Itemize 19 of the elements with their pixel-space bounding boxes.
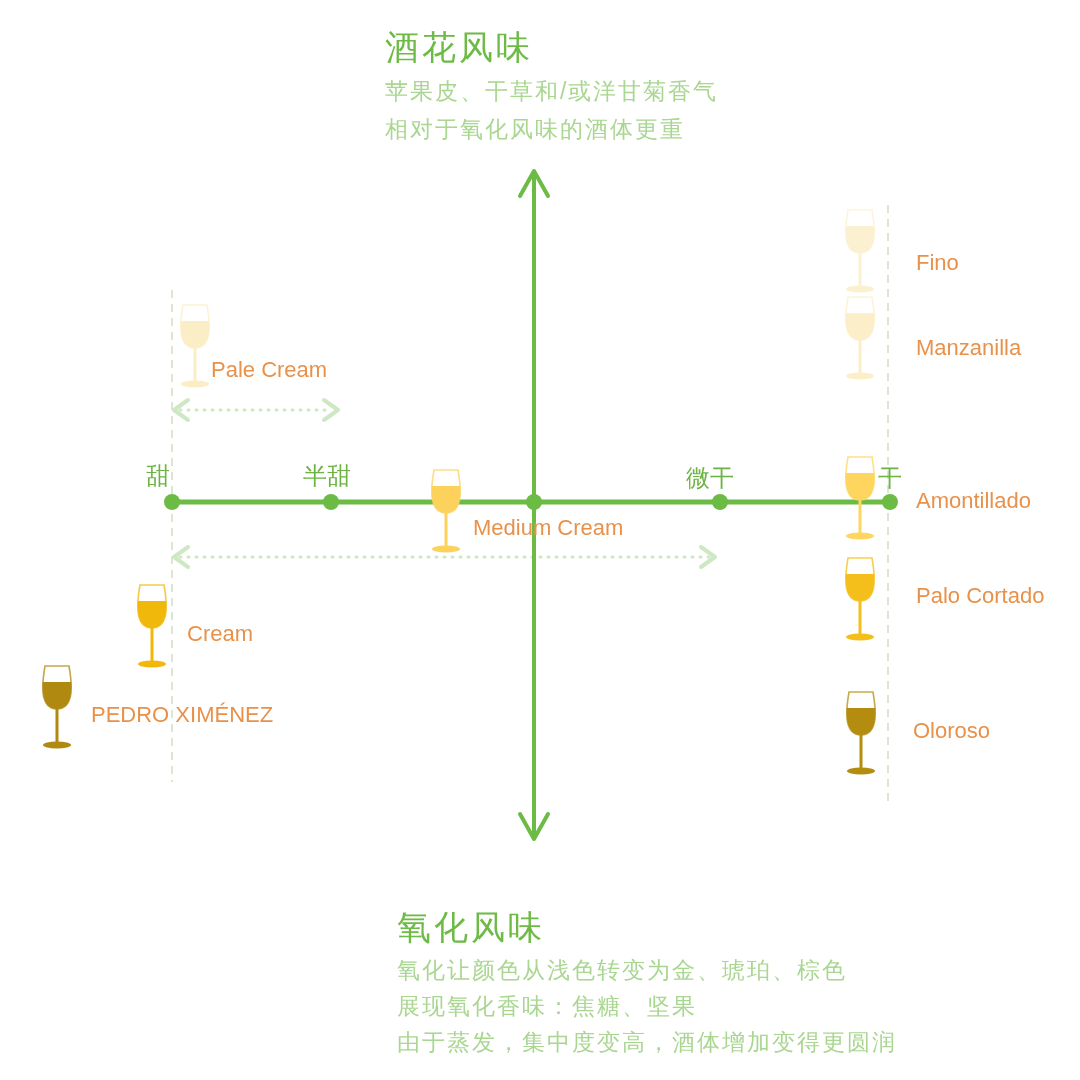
wine-label: Pale Cream [211, 357, 328, 383]
axis-heading: 氧化风味 [397, 907, 545, 947]
wine-label: Palo Cortado [916, 583, 1045, 609]
wine-label: Oloroso [913, 718, 991, 744]
wine-label: Manzanilla [916, 335, 1022, 361]
description-text: 氧化让颜色从浅色转变为金、琥珀、棕色 [397, 956, 847, 984]
wine-label: Fino [916, 250, 959, 276]
axis-heading: 酒花风味 [385, 27, 533, 67]
wine-label: Cream [187, 621, 253, 647]
description-text: 相对于氧化风味的酒体更重 [385, 115, 685, 143]
scale-label: 干 [878, 464, 902, 492]
description-text: 展现氧化香味：焦糖、坚果 [397, 992, 697, 1020]
scale-label: 甜 [146, 462, 170, 490]
wine-label: PEDRO XIMÉNEZ [91, 702, 274, 728]
description-text: 苹果皮、干草和/或洋甘菊香气 [385, 77, 719, 105]
wine-label: Amontillado [916, 488, 1031, 514]
scale-label: 半甜 [303, 462, 351, 490]
description-text: 由于蒸发，集中度变高，酒体增加变得更圆润 [397, 1028, 897, 1056]
scale-label: 微干 [686, 464, 734, 492]
